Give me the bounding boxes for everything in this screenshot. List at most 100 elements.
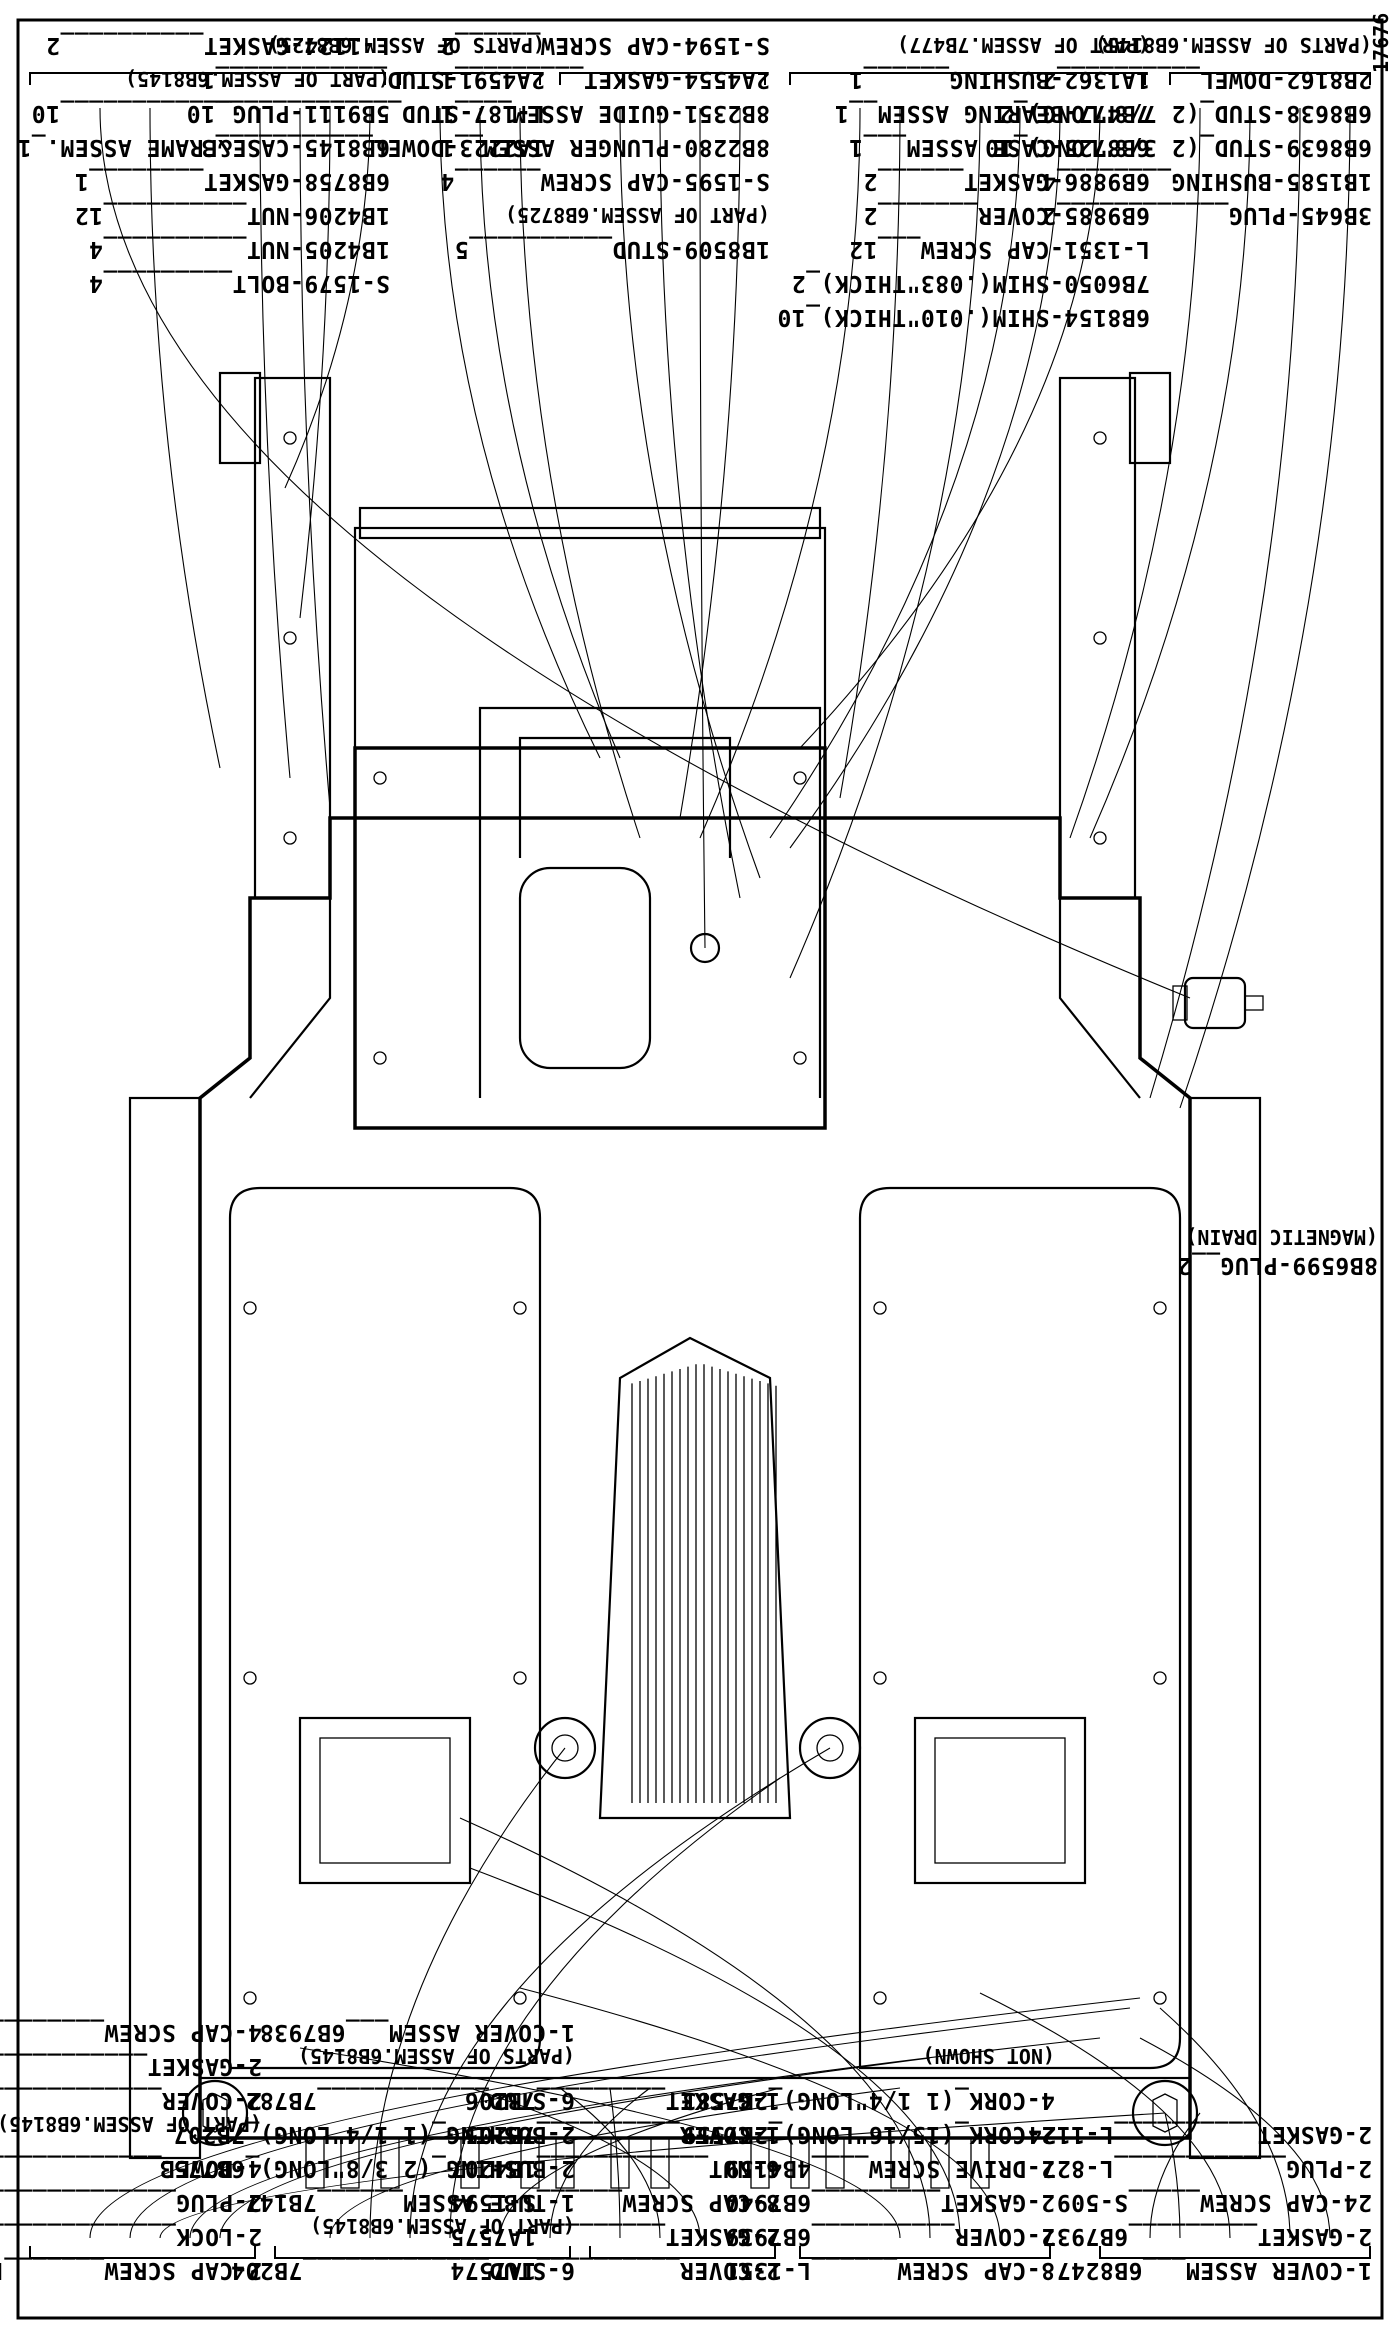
leader-line [449,1777,781,2239]
leader-line [699,107,861,839]
part-label: 6-NUT____________1B4207 [450,2155,780,2181]
stud [650,2137,670,2189]
leader-line [479,107,621,759]
label-bracket [274,2246,571,2259]
lower-end-frame [1188,1096,1262,2160]
part-label: 2-BUSHING_(2 3/8"LONG)_6B7753 [159,2155,575,2181]
part-label: 1B1585-BUSHING________4 [1042,168,1372,194]
leader-line [619,107,761,879]
part-label: 2-PLUG____________L-827 [1042,2155,1372,2181]
stud [750,2137,770,2189]
label-note: (PART OF ASSEM.7B477) [897,33,1150,57]
label-group-drain: 8B6599-PLUG__2 (MAGNETIC DRAIN) [1177,1225,1378,1278]
leader-line [519,1987,1001,2239]
label-group-bottom-left2: 8-CAP SCREW______L-13512-COVER__________… [682,2044,1055,2283]
part-label: 8B6599-PLUG__2 [1177,1252,1378,1278]
part-label: 1B4205-NUT__________4 [89,236,390,262]
upper-rail-end-block [218,371,262,465]
label-bracket [29,2246,256,2259]
stud [930,2137,950,2189]
leader-line [1069,107,1201,839]
bolt-hole [1153,1671,1167,1685]
part-label: 1B4206-NUT__________12 [74,202,390,228]
part-label: 8B2280-PLUNGER ASSEM__1 [440,134,770,160]
leader-line [679,107,741,819]
part-label: 1-GASKET_________7B206 [464,2087,780,2113]
figure-number: 17676 [1369,13,1393,73]
leader-line [329,2087,901,2239]
part-label: 2-GASKET_________6B7937 [1042,2223,1372,2249]
leader-line [89,1997,1141,2239]
label-group-bottom-mid2: 6-STUD_____________7B204(PART OF ASSEM.6… [159,2019,575,2283]
frame-bolt-holes [243,431,1167,2005]
leader-line [299,2047,901,2239]
right-inspection-cover [858,1186,1182,2070]
leader-line [1159,2007,1291,2239]
label-group-top-mid: 1B8509-STUD__________5(PART OF ASSEM.6B8… [440,32,770,262]
part-label: 6-STUD_____________7B204 [231,2257,575,2283]
right-cover-window-inner [934,1737,1066,1864]
part-label: 1A2223-DOWEL___________3 [201,134,545,160]
part-label: 6B8145-CASE&FRAME ASSEM._1 [17,134,390,160]
part-label: 6B8758-GASKET________1 [74,168,390,194]
part-label: 2B8162-DOWEL__________2 [1042,66,1372,92]
leader-line [469,2087,701,2239]
bolt-hole [793,771,807,785]
leader-line [1164,2112,1181,2239]
bolt-hole [793,1051,807,1065]
label-bracket [789,72,1146,85]
stud [610,2137,630,2189]
left-cover-window [298,1716,472,1885]
part-label: 2A4554-GASKET_________1 [440,66,770,92]
lower-strut [1058,898,1141,1099]
case-assem [478,706,822,1098]
leader-line [839,107,901,799]
leader-line [149,107,221,769]
magnetic-drain-plug [1172,976,1264,1030]
bolt-hole [283,631,297,645]
left-inspection-cover [228,1186,542,2070]
label-bracket [29,72,386,85]
part-label: S-1594-CAP SCREW______2 [440,32,770,58]
leader-line [439,107,601,759]
part-label: 6-STUD____________7B782 [245,2087,575,2113]
part-label: 1-COVER ASSEM___6B7938 [259,2019,575,2045]
part-label: 4-CAP SCREW________S-509 [0,2019,262,2045]
label-note: (PART OF ASSEM.6B8145) [125,67,390,91]
leader-line [189,2037,1101,2239]
stud [340,2137,360,2189]
part-label: 2-COVER____________4B4949 [0,2087,262,2113]
bolt-hole [873,1671,887,1685]
leader-line [369,1747,566,2239]
leader-line [549,2087,651,2239]
label-bracket [1169,72,1371,85]
leader-line [409,1747,831,2239]
leader-line [159,2112,1166,2239]
drain-plug-right [1131,2079,1199,2147]
part-label: 2-GASKET_________6B7940 [725,2189,1055,2215]
part-label: 1A1362-BUSHING______1 [849,66,1150,92]
part-label: L-1351-CAP SCREW___12 [849,236,1150,262]
leader-line [1089,107,1251,839]
label-note: (MAGNETIC DRAIN) [1185,1225,1378,1249]
label-note: (PARTS OF ASSEM.6B8145) [298,2044,575,2068]
upper-strut [249,898,332,1099]
stud [305,2137,325,2189]
label-group-bottom-left: 1-COVER ASSEM___6B82472-GASKET_________6… [1028,2121,1372,2283]
cover-fins [631,1364,777,1803]
leader-line [459,1817,931,2239]
label-note: (PARTS OF ASSEM.6B8145) [1095,33,1372,57]
bearing-case [353,746,827,1130]
bolt-hole [1093,631,1107,645]
bolt-hole [283,831,297,845]
label-group-top-left2: 6B8154-SHIM(.010"THICK)_107B6050-SHIM(.0… [777,33,1150,330]
part-label: 2A4591-STUD____________1 [201,66,545,92]
gasket-flange [353,526,827,750]
leader-line [259,107,291,779]
part-label: 2-CAP SCREW_______L-1351 [0,2257,262,2283]
leader-line [769,107,1021,839]
stud [890,2137,910,2189]
bolt-hole [373,1051,387,1065]
bolt-hole [873,1301,887,1315]
